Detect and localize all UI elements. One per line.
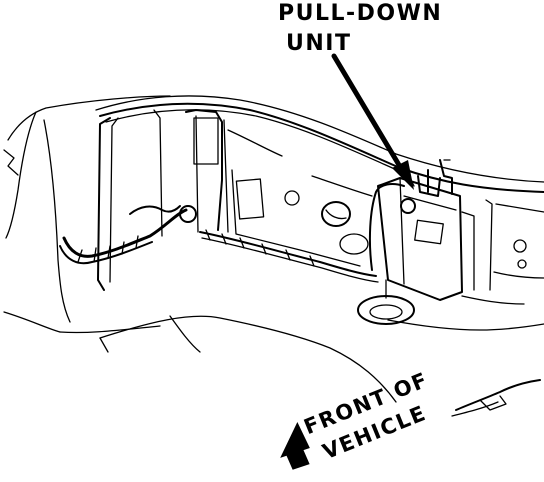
floor-grommet	[357, 279, 415, 325]
latch-hardware	[451, 379, 541, 417]
left-inner-panel	[97, 109, 373, 291]
pull-down-leader-arrow	[331, 53, 414, 190]
front-of-vehicle-callout: FRONT OF VEHICLE	[280, 368, 432, 470]
pull-down-unit-callout: PULL-DOWN UNIT	[278, 1, 442, 190]
wiring-harness	[59, 183, 405, 283]
trunk-body-outline	[3, 95, 544, 403]
front-direction-arrow	[280, 421, 310, 470]
pull-down-label-line2: UNIT	[286, 31, 351, 56]
pull-down-label-line1: PULL-DOWN	[278, 1, 442, 26]
pull-down-unit	[377, 159, 544, 301]
